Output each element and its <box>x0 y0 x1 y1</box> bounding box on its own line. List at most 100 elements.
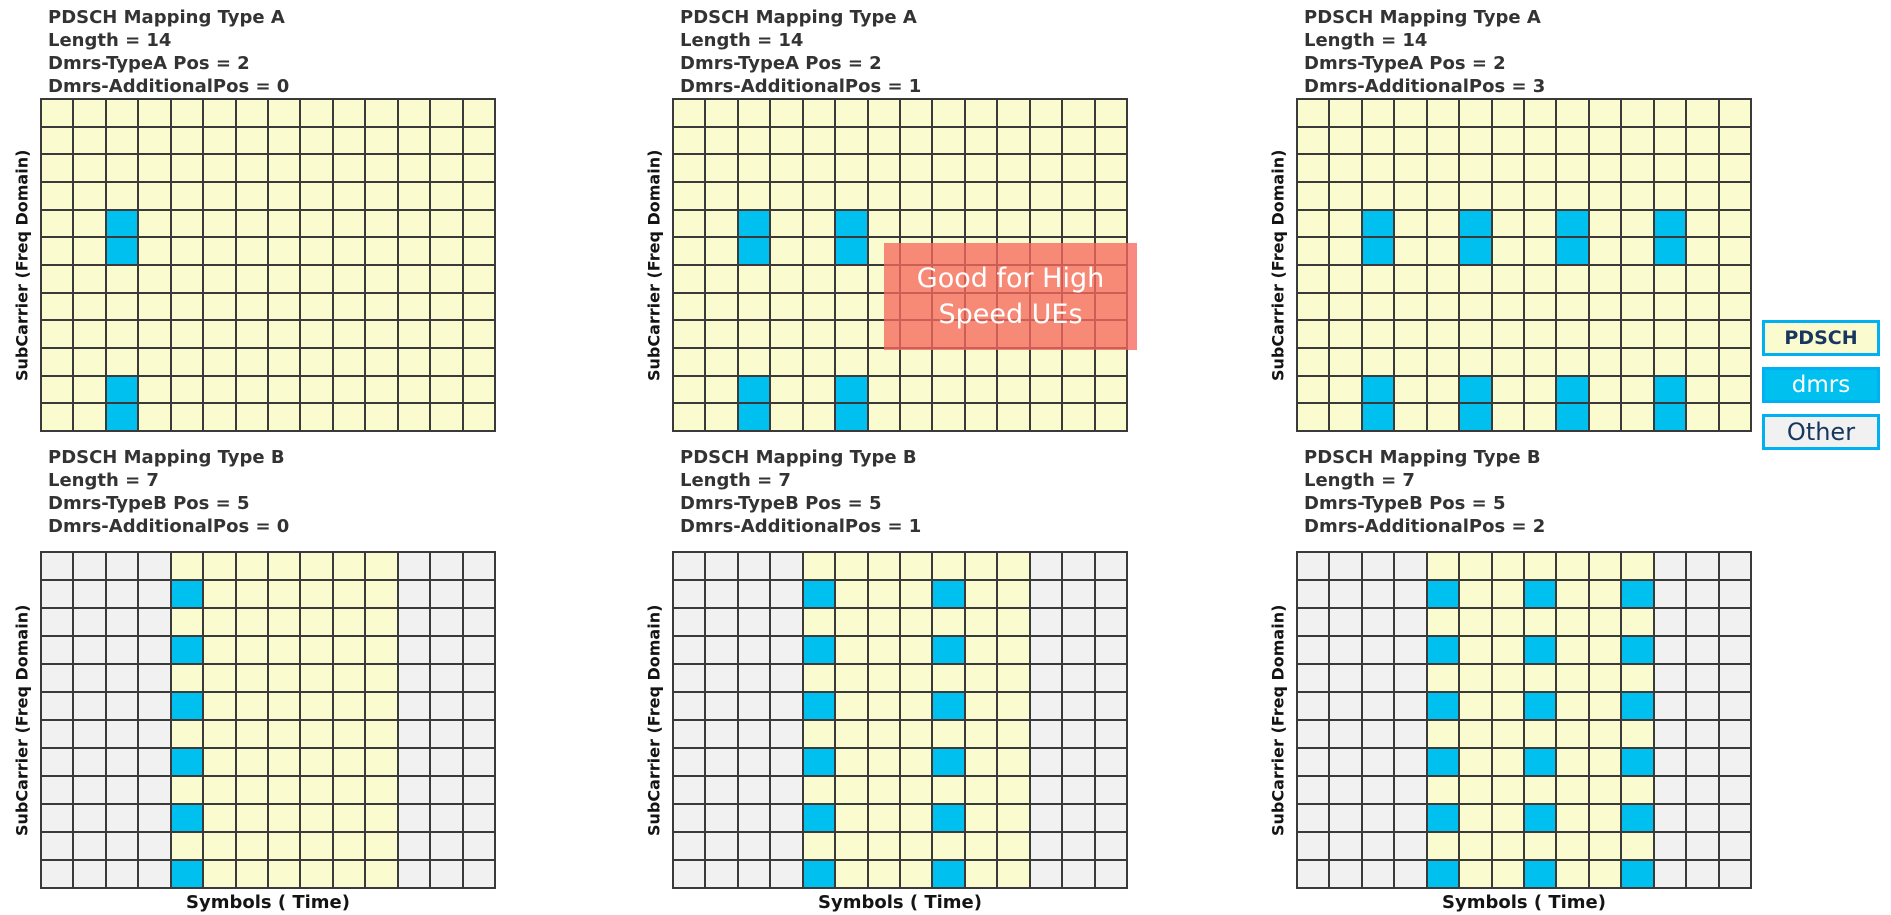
cell-pdsch <box>333 210 365 237</box>
cell-pdsch <box>1557 609 1588 635</box>
cell-other <box>738 693 770 719</box>
cell-pdsch <box>236 100 267 126</box>
cell-pdsch <box>868 805 899 831</box>
cell-pdsch <box>171 376 203 403</box>
cell-pdsch <box>398 100 430 126</box>
cell-pdsch <box>1063 348 1094 375</box>
cell-pdsch <box>301 100 332 126</box>
cell-pdsch <box>771 155 802 181</box>
cell-pdsch <box>1687 321 1718 347</box>
cell-pdsch <box>706 321 737 347</box>
y-axis-label: SubCarrier (Freq Domain) <box>644 149 664 381</box>
cell-other <box>706 637 737 663</box>
cell-pdsch <box>998 553 1029 579</box>
cell-pdsch <box>366 348 397 375</box>
y-axis-label: SubCarrier (Freq Domain) <box>1268 604 1288 836</box>
cell-pdsch <box>965 404 997 430</box>
cell-other <box>431 553 462 579</box>
cell-other <box>398 749 430 775</box>
cell-pdsch <box>1719 348 1750 375</box>
cell-pdsch <box>1427 265 1459 292</box>
cell-pdsch <box>366 155 397 181</box>
cell-pdsch <box>1427 293 1459 320</box>
cell-other <box>1298 777 1329 803</box>
cell-other <box>1719 665 1750 691</box>
cell-pdsch <box>204 210 235 237</box>
cell-dmrs <box>1622 637 1653 663</box>
cell-other <box>674 861 705 887</box>
cell-pdsch <box>998 777 1029 803</box>
cell-pdsch <box>366 581 397 607</box>
cell-pdsch <box>868 127 899 154</box>
cell-pdsch <box>204 581 235 607</box>
y-axis-label: SubCarrier (Freq Domain) <box>644 604 664 836</box>
cell-pdsch <box>901 348 932 375</box>
cell-pdsch <box>431 321 462 347</box>
cell-pdsch <box>333 127 365 154</box>
cell-pdsch <box>933 127 964 154</box>
cell-other <box>1687 749 1718 775</box>
cell-pdsch <box>1298 404 1329 430</box>
cell-other <box>1654 553 1686 579</box>
cell-other <box>1395 581 1426 607</box>
cell-pdsch <box>1427 777 1459 803</box>
cell-pdsch <box>1362 348 1394 375</box>
cell-pdsch <box>301 861 332 887</box>
cell-pdsch <box>868 581 899 607</box>
cell-other <box>674 721 705 747</box>
cell-pdsch <box>1330 127 1361 154</box>
cell-pdsch <box>171 293 203 320</box>
cell-other <box>42 665 73 691</box>
cell-pdsch <box>1525 155 1556 181</box>
cell-pdsch <box>901 553 932 579</box>
cell-pdsch <box>1557 581 1588 607</box>
cell-pdsch <box>74 404 105 430</box>
cell-other <box>1330 805 1361 831</box>
cell-other <box>738 721 770 747</box>
cell-pdsch <box>431 155 462 181</box>
cell-pdsch <box>998 721 1029 747</box>
cell-pdsch <box>1525 182 1556 209</box>
cell-pdsch <box>1525 665 1556 691</box>
cell-pdsch <box>106 293 138 320</box>
y-axis-label: SubCarrier (Freq Domain) <box>1268 149 1288 381</box>
cell-other <box>1654 749 1686 775</box>
cell-pdsch <box>366 609 397 635</box>
cell-other <box>674 637 705 663</box>
cell-pdsch <box>204 348 235 375</box>
diagram-typeA-addpos0: PDSCH Mapping Type A Length = 14 Dmrs-Ty… <box>13 0 496 440</box>
cell-pdsch <box>868 155 899 181</box>
diagram-header: PDSCH Mapping Type B Length = 7 Dmrs-Typ… <box>1304 446 1545 538</box>
cell-other <box>1719 721 1750 747</box>
cell-pdsch <box>74 155 105 181</box>
cell-pdsch <box>1654 265 1686 292</box>
cell-pdsch <box>1719 376 1750 403</box>
cell-pdsch <box>901 376 932 403</box>
cell-pdsch <box>1492 553 1523 579</box>
cell-other <box>42 861 73 887</box>
cell-pdsch <box>965 609 997 635</box>
cell-pdsch <box>674 155 705 181</box>
cell-pdsch <box>965 833 997 859</box>
cell-pdsch <box>1525 553 1556 579</box>
cell-dmrs <box>1557 376 1588 403</box>
cell-other <box>1654 609 1686 635</box>
resource-grid <box>1296 98 1752 432</box>
cell-other <box>771 581 802 607</box>
cell-other <box>738 777 770 803</box>
highlight-note: Good for High Speed UEs <box>884 243 1137 350</box>
cell-pdsch <box>836 749 867 775</box>
cell-other <box>771 665 802 691</box>
cell-pdsch <box>965 665 997 691</box>
cell-pdsch <box>1362 265 1394 292</box>
cell-pdsch <box>1589 210 1621 237</box>
cell-pdsch <box>868 665 899 691</box>
cell-pdsch <box>1622 609 1653 635</box>
cell-pdsch <box>431 376 462 403</box>
cell-pdsch <box>933 833 964 859</box>
cell-pdsch <box>1557 721 1588 747</box>
cell-pdsch <box>171 404 203 430</box>
cell-pdsch <box>366 293 397 320</box>
cell-pdsch <box>1654 348 1686 375</box>
cell-pdsch <box>301 721 332 747</box>
